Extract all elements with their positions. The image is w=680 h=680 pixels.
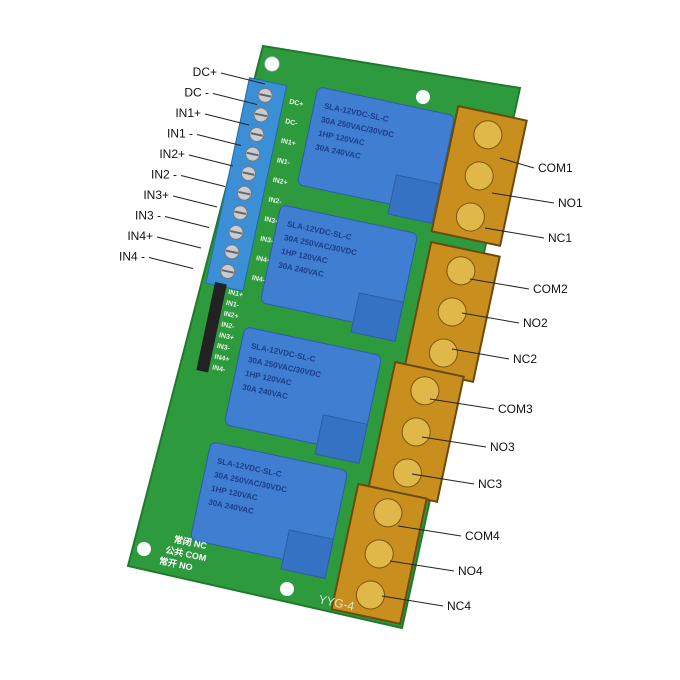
- leader-line: [429, 398, 495, 410]
- leader-line: [491, 192, 555, 204]
- leader-line: [180, 175, 226, 187]
- screw-slot: [246, 151, 259, 157]
- pin-label: IN3+: [143, 188, 169, 202]
- silk-in4-minus: IN4-: [251, 275, 266, 285]
- header-silk-in2-minus: IN2-: [221, 321, 236, 331]
- silk-in3-plus: IN3+: [264, 216, 280, 226]
- mount-hole: [137, 542, 151, 556]
- contact-label: NC1: [548, 231, 572, 245]
- pin-label: IN2+: [159, 147, 185, 161]
- contact-label: NO4: [458, 564, 483, 578]
- silk-in2-plus: IN2+: [272, 177, 288, 187]
- board-silk-labels: DC+ DC- IN1+ IN1- IN2+ IN2- IN3+ IN3- IN…: [251, 99, 304, 285]
- input-terminal-block: DC+ DC- IN1+ IN1- IN2+ IN2- IN3+ IN3- IN…: [205, 77, 304, 292]
- leader-line: [421, 436, 487, 448]
- contact-label: NC4: [447, 599, 471, 613]
- pin-label: IN1 -: [167, 127, 193, 141]
- header-silk-in1-plus: IN1+: [227, 289, 243, 299]
- output-terminal-block: [430, 104, 528, 247]
- output-terminal-block: [403, 240, 501, 383]
- contact-label: NC2: [513, 352, 537, 366]
- leader-line: [381, 595, 444, 607]
- leader-line: [188, 154, 234, 167]
- mount-hole: [264, 56, 280, 72]
- leader-line: [397, 525, 462, 537]
- header-silk-in3-minus: IN3-: [216, 343, 231, 353]
- silk-in1-minus: IN1-: [276, 157, 291, 167]
- leader-line: [389, 560, 455, 572]
- leader-line: [411, 473, 475, 485]
- leader-line: [164, 216, 210, 228]
- terminal-screw: [410, 376, 440, 406]
- leader-line: [148, 257, 194, 269]
- leader-line: [212, 93, 258, 105]
- silk-in4-plus: IN4+: [255, 255, 271, 265]
- screw-slot: [259, 93, 272, 98]
- screw-slot: [238, 190, 251, 196]
- screw-slot: [242, 171, 255, 176]
- header-silk-in2-plus: IN2+: [223, 311, 239, 321]
- header-silk-in4-minus: IN4-: [211, 364, 226, 374]
- silk-in3-minus: IN3-: [259, 236, 274, 246]
- terminal-screw: [355, 580, 385, 610]
- screw-slot: [234, 210, 247, 215]
- screw-slot: [250, 132, 263, 137]
- pin-header: IN1+ IN1- IN2+ IN2- IN3+ IN3- IN4+ IN4-: [196, 282, 244, 374]
- terminal-screw: [401, 417, 431, 447]
- contact-label: NC3: [478, 477, 502, 491]
- terminal-screw: [373, 498, 403, 528]
- pin-label: IN4+: [127, 229, 153, 243]
- terminal-screw: [473, 120, 503, 150]
- leader-line: [196, 134, 242, 146]
- terminal-screw: [455, 202, 485, 232]
- contact-label: NO3: [490, 440, 515, 454]
- header-silk-in1-minus: IN1-: [225, 300, 240, 310]
- leader-line: [469, 278, 530, 290]
- terminal-screw: [364, 539, 394, 569]
- pin-label: IN4 -: [119, 250, 145, 264]
- pin-label: DC -: [184, 86, 209, 100]
- contact-label: NO2: [523, 316, 548, 330]
- terminal-screw: [446, 256, 476, 286]
- output-terminal-block: [367, 360, 465, 503]
- terminal-screw: [428, 338, 458, 368]
- output-terminal-block: [330, 482, 428, 625]
- contact-label: NO1: [558, 196, 583, 210]
- pin-label: IN2 -: [151, 168, 177, 182]
- leader-line: [204, 113, 250, 126]
- contact-label: COM1: [538, 161, 573, 175]
- mount-hole: [280, 582, 294, 596]
- contact-label: COM2: [533, 282, 568, 296]
- terminal-screw: [464, 161, 494, 191]
- silk-dc-minus: DC-: [284, 118, 298, 128]
- leader-line: [172, 195, 218, 208]
- header-silk-in4-plus: IN4+: [214, 354, 230, 364]
- header-silk-in3-plus: IN3+: [218, 332, 234, 342]
- screw-slot: [254, 112, 268, 118]
- mount-hole: [416, 90, 430, 104]
- leader-line: [499, 157, 535, 169]
- leader-line: [484, 227, 545, 239]
- screw-slot: [225, 249, 238, 255]
- pin-label: IN3 -: [135, 209, 161, 223]
- leader-line: [461, 312, 520, 324]
- leader-line: [451, 348, 510, 360]
- pin-label: IN1+: [175, 106, 201, 120]
- terminal-screw: [437, 297, 467, 327]
- silk-in1-plus: IN1+: [280, 138, 296, 148]
- screw-slot: [221, 269, 234, 274]
- silk-dc-plus: DC+: [289, 99, 304, 109]
- pin-label: DC+: [193, 65, 217, 79]
- screw-slot: [229, 230, 243, 235]
- silk-in2-minus: IN2-: [268, 196, 283, 206]
- leader-line: [220, 72, 266, 85]
- leader-line: [156, 236, 202, 249]
- contact-label: COM4: [465, 529, 500, 543]
- contact-label: COM3: [498, 402, 533, 416]
